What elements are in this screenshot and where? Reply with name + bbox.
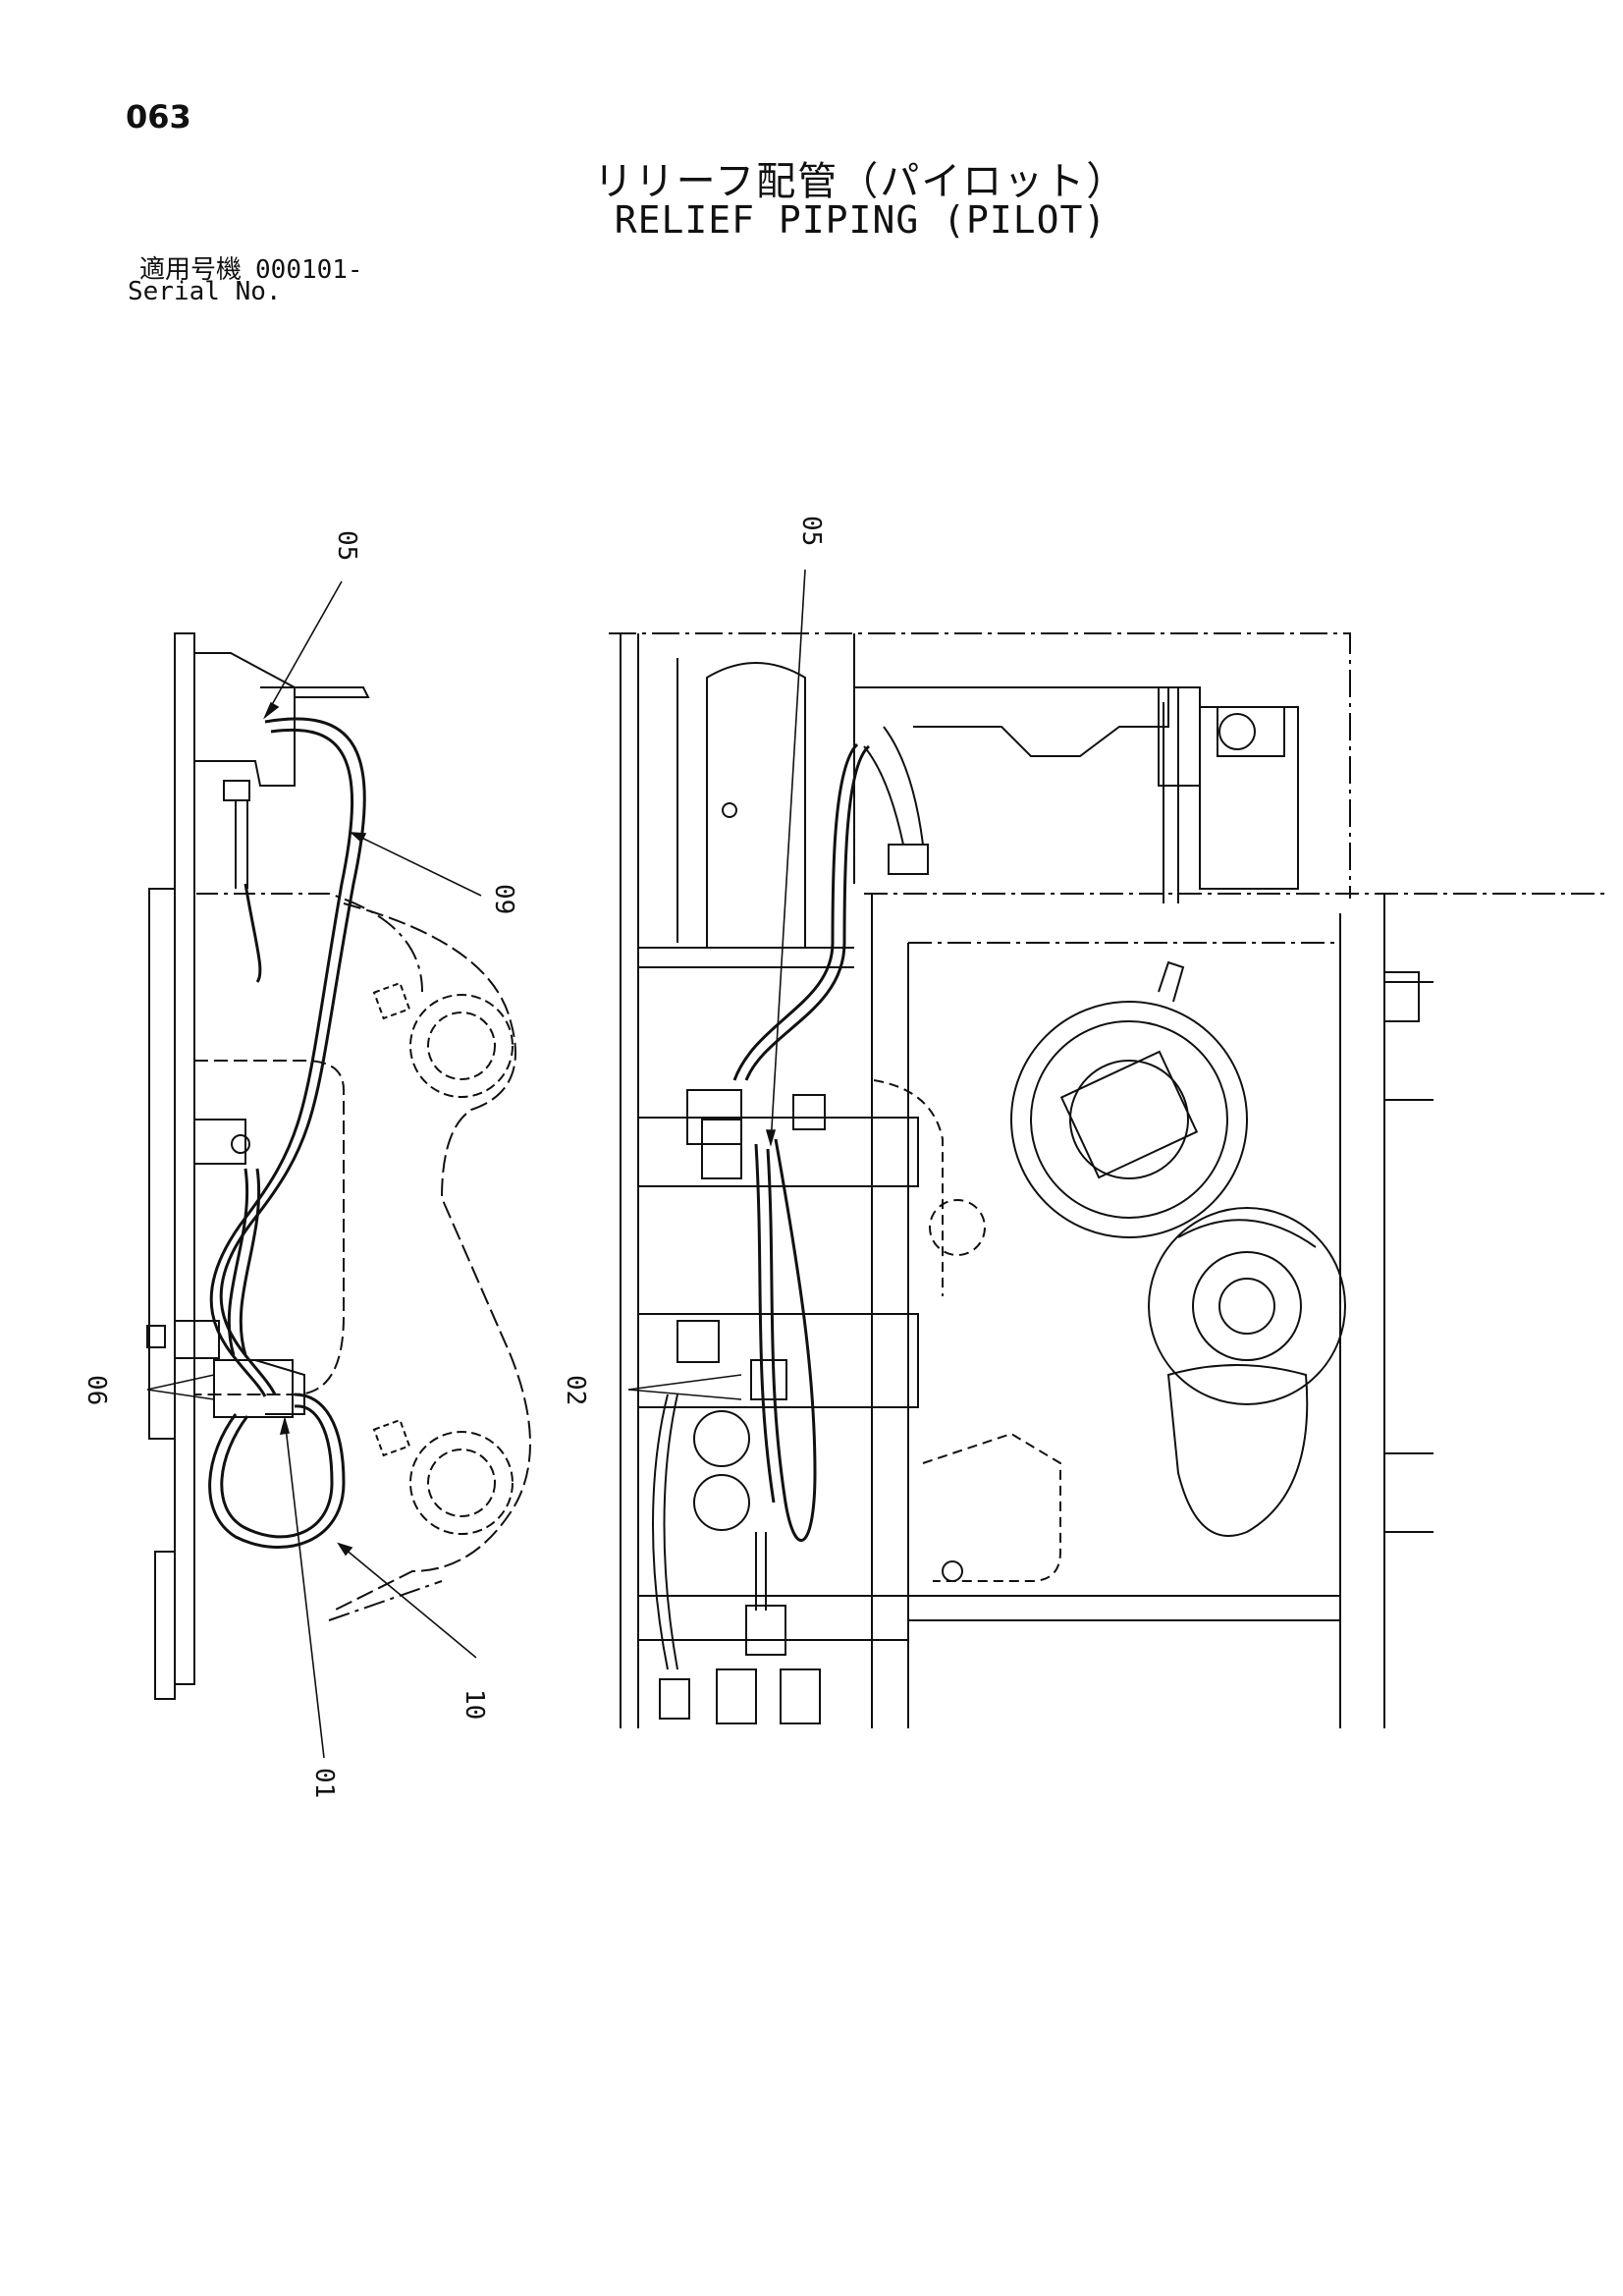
callout-05-right: 05	[796, 516, 826, 546]
serial-label-english: Serial No.	[128, 277, 282, 306]
right-callout-leaders	[627, 569, 806, 1400]
serial-label-japanese: 適用号機	[139, 255, 243, 285]
page-title-english: RELIEF PIPING (PILOT)	[614, 198, 1108, 242]
callout-02-right: 02	[561, 1375, 590, 1405]
serial-range: 適用号機 000101-	[139, 249, 377, 286]
left-frame-plate	[174, 632, 195, 1685]
callout-01-left: 01	[309, 1768, 339, 1798]
callout-09-left: 09	[489, 884, 518, 914]
page-title-japanese: リリーフ配管（パイロット）	[593, 159, 1128, 204]
left-callout-leaders	[146, 580, 482, 1759]
left-view	[146, 632, 531, 1700]
callout-06-left: 06	[81, 1375, 111, 1405]
right-view	[609, 632, 1610, 1728]
serial-value: 000101-	[255, 255, 363, 285]
callout-05-left: 05	[332, 530, 361, 561]
callout-10-left: 10	[460, 1689, 489, 1720]
page-number: 063	[126, 98, 191, 136]
